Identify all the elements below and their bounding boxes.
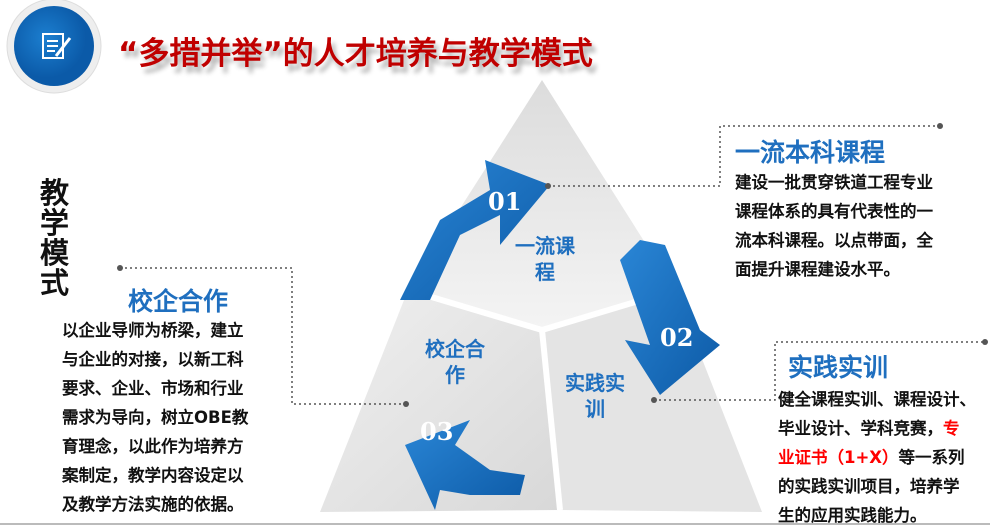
- coop-heading: 校企合作: [128, 287, 229, 316]
- connector-practice: [654, 341, 985, 401]
- practice-heading: 实践实训: [788, 353, 889, 382]
- course-text: 建设一批贯穿铁道工程专业课程体系的具有代表性的一 流本科课程。以点带面，全面提升…: [735, 173, 933, 279]
- icon-badge: [6, 0, 102, 94]
- page-title: “多措并举”的人才培养与教学模式: [118, 36, 593, 72]
- step-01: 01: [488, 187, 522, 216]
- step-03: 03: [420, 417, 454, 446]
- arrow-03: [405, 420, 525, 510]
- practice-text: 健全课程实训、课程设计、 毕业设计、学科竞赛，专 业证书（1+X）等一系列 的实…: [778, 390, 976, 525]
- step-02: 02: [660, 323, 694, 352]
- notepad-pencil-icon: [42, 33, 72, 59]
- triangle-label-right: 实践实训: [565, 371, 625, 421]
- connector-course: [548, 125, 940, 187]
- triangle-label-left: 校企合作: [425, 337, 485, 387]
- vertical-title: 教学模式: [40, 176, 70, 300]
- arrow-02: [620, 240, 720, 395]
- course-heading: 一流本科课程: [735, 138, 886, 167]
- triangle: [320, 80, 762, 512]
- coop-text: 以企业导师为桥梁，建立与企业的对接，以新工科 要求、企业、市场和行业需求为导向，…: [62, 321, 249, 514]
- triangle-label-top: 一流课程: [515, 234, 575, 284]
- arrow-01: [400, 160, 550, 300]
- connector-coop: [120, 267, 406, 405]
